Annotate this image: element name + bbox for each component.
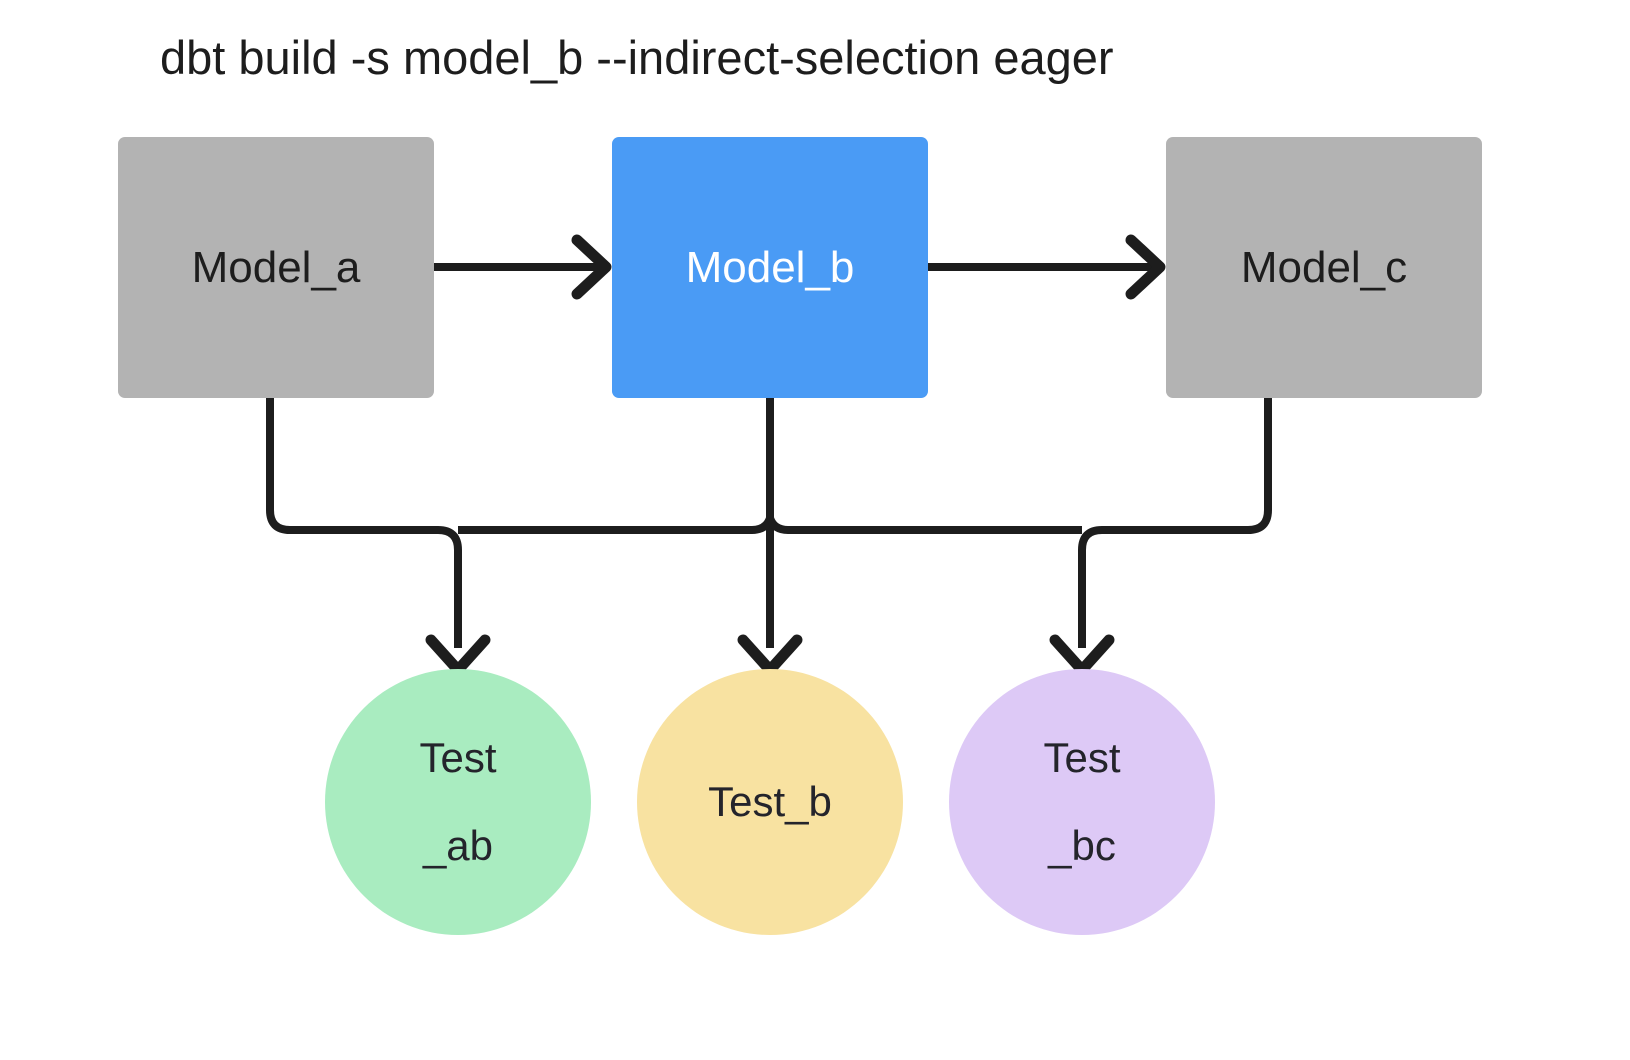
node-model-b[interactable] <box>612 137 928 398</box>
node-test-bc[interactable] <box>949 669 1215 935</box>
arrowhead-to-model-c <box>1125 234 1166 300</box>
arrowhead-to-model-b <box>571 234 612 300</box>
node-test-b[interactable] <box>637 669 903 935</box>
edge-bus-right-segment <box>766 516 1082 534</box>
node-layer <box>118 137 1482 935</box>
page-title: dbt build -s model_b --indirect-selectio… <box>160 31 1114 84</box>
edge-model-c-to-test-bc <box>1078 398 1272 648</box>
edge-bus-left-segment <box>458 516 774 534</box>
edge-model-a-to-test-ab <box>266 398 462 648</box>
edge-layer <box>266 263 1272 648</box>
node-model-c[interactable] <box>1166 137 1482 398</box>
node-model-a[interactable] <box>118 137 434 398</box>
node-test-ab[interactable] <box>325 669 591 935</box>
